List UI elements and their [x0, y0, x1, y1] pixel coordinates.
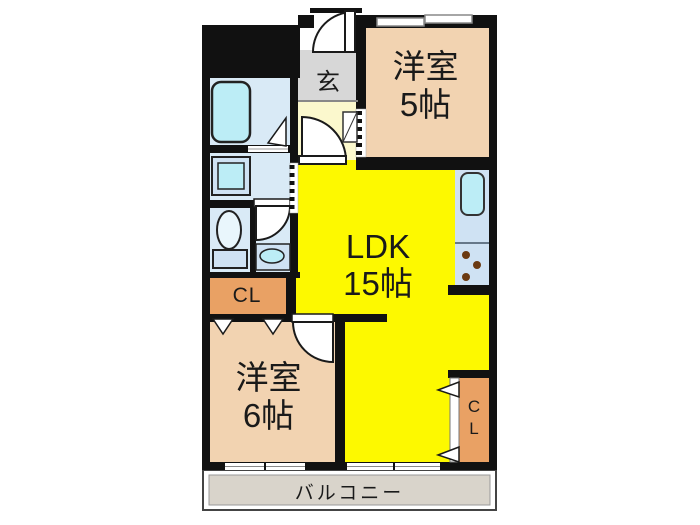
toilet: [212, 210, 248, 269]
wall-room5-left: [356, 15, 366, 109]
ldk-label-line1: LDK: [345, 228, 411, 265]
wall-room6-ldk: [335, 314, 345, 464]
wall-closet-left-right: [286, 272, 296, 316]
wall-toilet-vanity: [250, 200, 256, 274]
window-balcony-left: [225, 463, 305, 470]
room6-label-line2: 6帖: [242, 397, 295, 434]
ldk-label: LDK 15帖: [298, 228, 458, 302]
bath-door-opening: [248, 146, 288, 152]
room5-label-line2: 5帖: [399, 86, 452, 123]
bathtub: [210, 80, 252, 144]
closet-left-label: CL: [232, 284, 262, 307]
washing-machine-pan: [211, 156, 251, 196]
room6-door-arc: [291, 321, 334, 364]
entrance-lintel: [310, 8, 362, 13]
room-fills: [208, 20, 489, 464]
room6-label: 洋室 6帖: [205, 359, 332, 435]
hallway-door-panel: [298, 155, 347, 165]
balcony-deck: [208, 474, 491, 506]
balcony-label: バルコニー: [294, 483, 405, 504]
wall-ldk-stub: [333, 314, 387, 322]
window-balcony-right: [347, 463, 440, 470]
closet-right-folding-doors: [435, 377, 460, 464]
room6-doorway: [291, 313, 334, 323]
sliding-door-washroom: [289, 162, 299, 214]
room6-label-line1: 洋室: [235, 359, 302, 396]
room5-label: 洋室 5帖: [362, 48, 489, 124]
wall-right: [489, 15, 497, 470]
room5-floor: [362, 20, 489, 160]
fixtures: [210, 80, 489, 281]
wall-toilet-divider: [210, 200, 256, 208]
bath-folding-door-mark: [266, 115, 287, 147]
window-top-right-pane: [424, 14, 473, 24]
stove-burners: [462, 251, 481, 281]
closet-right-floor: [459, 376, 489, 464]
wall-utility-bottom: [202, 272, 300, 278]
windows: [225, 14, 473, 470]
doors: [211, 10, 460, 464]
closet-left-folding-doors: [211, 318, 285, 336]
closet-right-label: C L: [459, 396, 489, 440]
entrance-label: 玄: [316, 69, 340, 96]
balcony-area: [202, 469, 497, 511]
kitchen-sink: [460, 172, 485, 216]
wall-closet-right-top: [448, 370, 497, 378]
wash-basin: [255, 243, 291, 271]
closet-left-floor: [208, 276, 286, 316]
window-top-left-pane: [376, 17, 425, 27]
wall-closet-left-bottom: [202, 314, 292, 322]
wall-top-left-mass: [202, 25, 300, 78]
wall-utility-right-upper: [290, 76, 298, 163]
shoe-cabinet: [342, 111, 358, 143]
wall-utility-right-lower: [290, 213, 298, 274]
wall-kitchen-bottom: [448, 285, 497, 295]
entrance-floor: [298, 50, 358, 102]
ldk-label-line2: 15帖: [343, 265, 413, 302]
closet-right-label-line2: L: [469, 419, 479, 438]
room5-label-line1: 洋室: [392, 48, 459, 85]
entrance-door-panel: [344, 10, 356, 53]
wall-room5-bottom: [356, 157, 497, 170]
wall-left: [202, 25, 210, 470]
closet-right-label-line1: C: [467, 397, 481, 416]
